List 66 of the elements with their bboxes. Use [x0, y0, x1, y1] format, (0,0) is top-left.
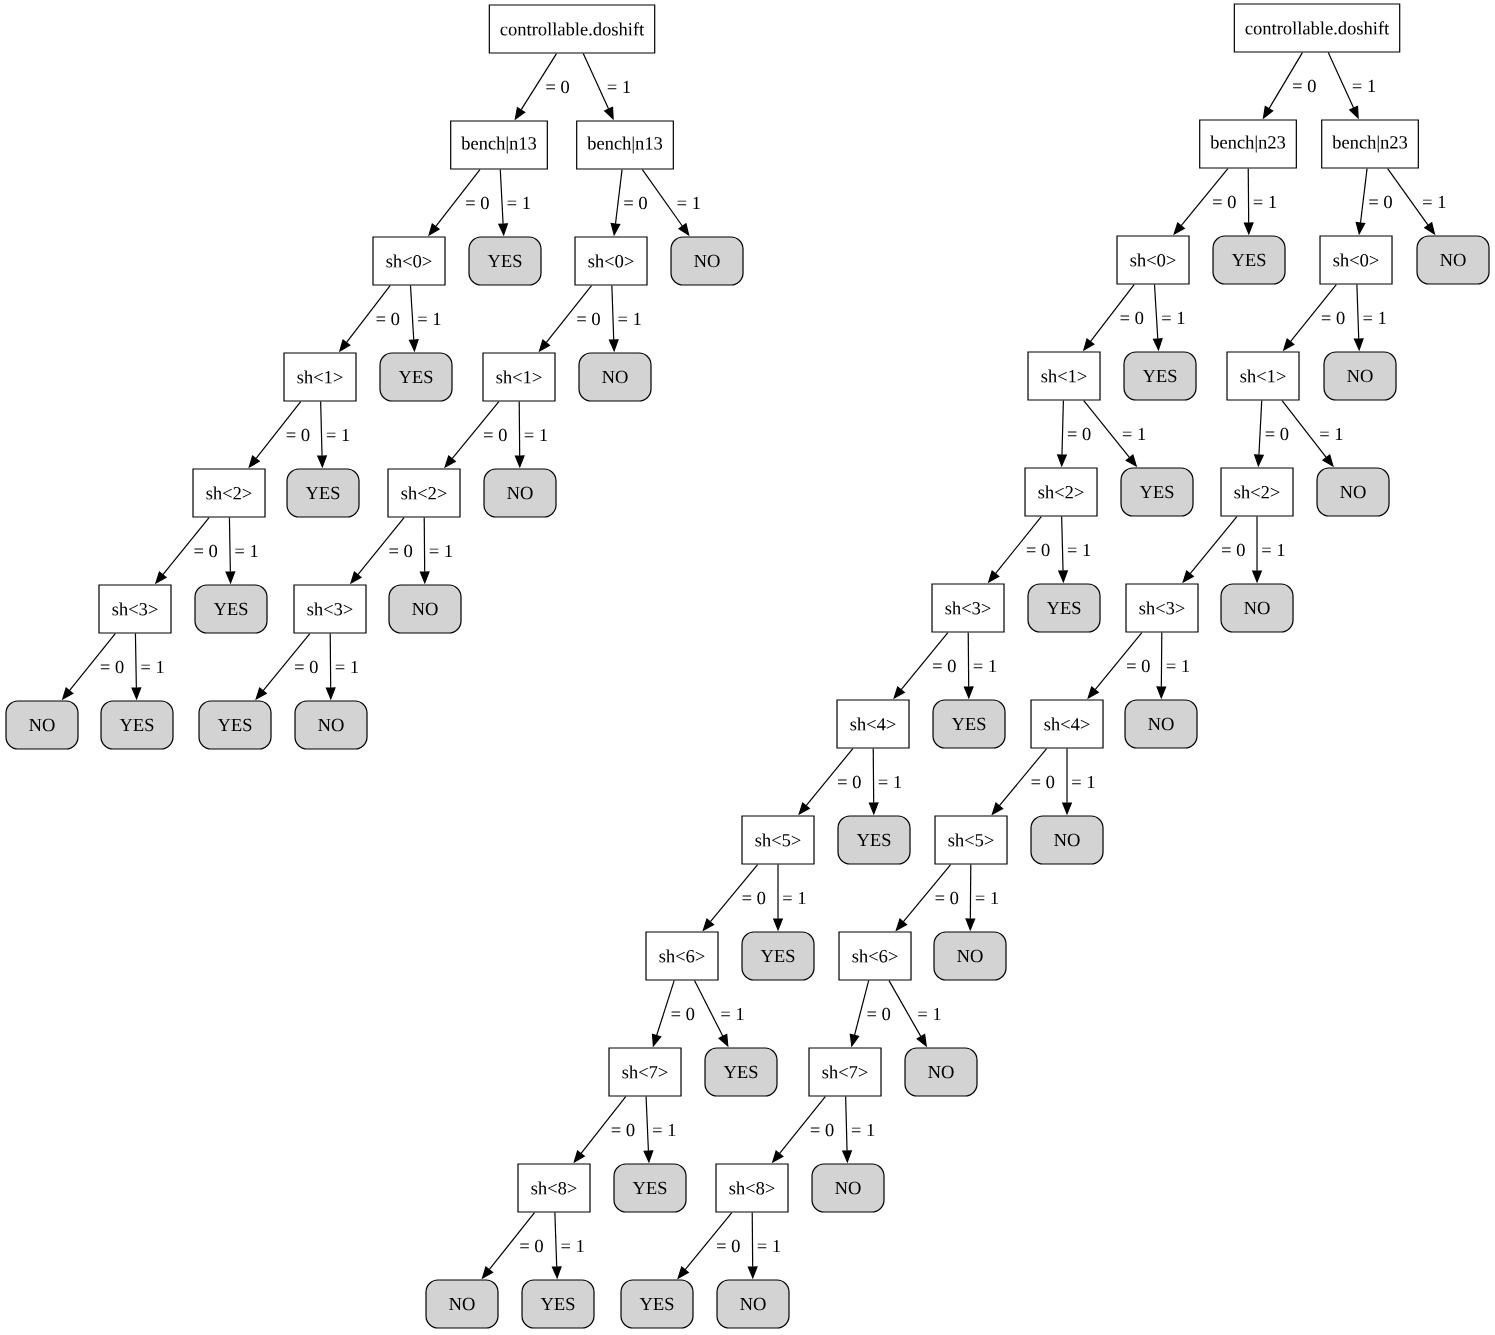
decision-box: sh<3> [931, 583, 1005, 633]
result-box: NO [578, 352, 652, 402]
result-box: NO [294, 700, 368, 750]
decision-box: sh<8> [715, 1163, 789, 1213]
decision-box: sh<2> [387, 468, 461, 518]
result-box: NO [1316, 467, 1390, 517]
decision-box: sh<6> [645, 931, 719, 981]
decision-box: sh<6> [838, 931, 912, 981]
result-box: NO [1416, 235, 1490, 285]
decision-box: sh<1> [482, 352, 556, 402]
result-box: YES [468, 236, 542, 286]
result-box: YES [198, 700, 272, 750]
result-box: YES [1120, 467, 1194, 517]
result-box: YES [613, 1163, 687, 1213]
decision-box: sh<8> [517, 1163, 591, 1213]
decision-box: sh<0> [1319, 235, 1393, 285]
result-box: NO [1323, 351, 1397, 401]
result-box: NO [811, 1163, 885, 1213]
decision-box: sh<5> [934, 815, 1008, 865]
result-box: YES [1027, 583, 1101, 633]
decision-box: sh<1> [283, 352, 357, 402]
result-box: NO [1124, 699, 1198, 749]
decision-box: sh<0> [372, 236, 446, 286]
result-box: YES [704, 1047, 778, 1097]
result-box: YES [521, 1279, 595, 1329]
result-box: YES [100, 700, 174, 750]
result-box: YES [837, 815, 911, 865]
decision-box: sh<7> [808, 1047, 882, 1097]
decision-box: sh<4> [1030, 699, 1104, 749]
decision-box: sh<4> [836, 699, 910, 749]
decision-box: sh<0> [574, 236, 648, 286]
result-box: NO [933, 931, 1007, 981]
decision-box: sh<5> [741, 815, 815, 865]
decision-box: sh<3> [293, 584, 367, 634]
decision-box: bench|n13 [576, 120, 674, 170]
result-box: NO [483, 468, 557, 518]
decision-box: sh<2> [1024, 467, 1098, 517]
result-box: YES [932, 699, 1006, 749]
result-box: NO [388, 584, 462, 634]
result-box: NO [425, 1279, 499, 1329]
decision-box: controllable.doshift [488, 4, 656, 54]
decision-box: sh<0> [1116, 235, 1190, 285]
decision-box: sh<1> [1226, 351, 1300, 401]
result-box: YES [379, 352, 453, 402]
decision-box: controllable.doshift [1233, 3, 1401, 53]
result-box: YES [1123, 351, 1197, 401]
decision-box: sh<7> [608, 1047, 682, 1097]
decision-box: sh<3> [1125, 583, 1199, 633]
result-box: NO [716, 1279, 790, 1329]
result-box: YES [286, 468, 360, 518]
decision-box: sh<2> [192, 468, 266, 518]
result-box: YES [741, 931, 815, 981]
result-box: YES [1212, 235, 1286, 285]
result-box: NO [1030, 815, 1104, 865]
result-box: NO [5, 700, 79, 750]
decision-box: sh<1> [1027, 351, 1101, 401]
decision-box: bench|n23 [1321, 119, 1419, 169]
result-box: YES [194, 584, 268, 634]
result-box: NO [1220, 583, 1294, 633]
decision-box: bench|n13 [450, 120, 548, 170]
result-box: NO [904, 1047, 978, 1097]
result-box: NO [670, 236, 744, 286]
decision-box: sh<3> [98, 584, 172, 634]
decision-box: bench|n23 [1199, 119, 1297, 169]
decision-box: sh<2> [1220, 467, 1294, 517]
result-box: YES [620, 1279, 694, 1329]
